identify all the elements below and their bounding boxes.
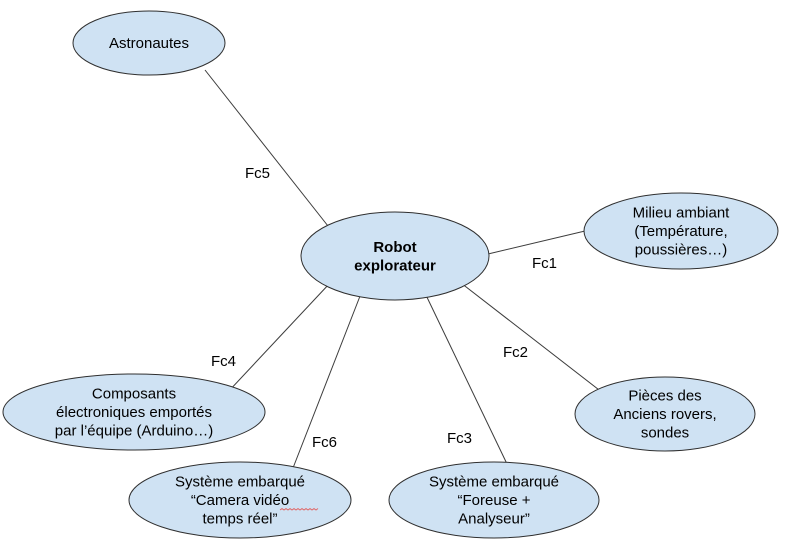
node-foreuse-line-1: Système embarqué — [429, 474, 559, 491]
edge-robot-milieu — [487, 230, 586, 255]
node-composants-line-3: par l’équipe (Arduino…) — [55, 423, 213, 440]
node-astronautes-line-1: Astronautes — [109, 35, 189, 52]
node-composants-line-2: électroniques emportés — [56, 404, 212, 421]
node-milieu: Milieu ambiant(Température, poussières…) — [583, 192, 779, 270]
node-astronautes: Astronautes — [72, 10, 226, 76]
edge-robot-camera — [292, 290, 363, 469]
edge-robot-composants — [226, 282, 331, 394]
node-foreuse: Système embarqué“Foreuse + Analyseur” — [388, 461, 600, 539]
node-camera-line-2: “Camera vidéo — [191, 492, 289, 509]
node-pieces-line-1: Pièces des — [628, 388, 701, 405]
node-astronautes-ellipse — [72, 10, 226, 76]
edge-label-fc3: Fc3 — [447, 430, 472, 447]
node-camera-line-3: temps réel” — [202, 511, 277, 528]
edge-robot-astronautes — [204, 69, 329, 227]
node-composants-ellipse — [2, 373, 266, 451]
node-foreuse-ellipse — [388, 461, 600, 539]
node-foreuse-line-2: “Foreuse + — [458, 492, 531, 509]
node-milieu-line-3: poussières…) — [635, 242, 728, 259]
node-foreuse-line-3: Analyseur” — [458, 511, 530, 528]
edge-label-fc5: Fc5 — [245, 165, 270, 182]
node-camera-ellipse — [128, 461, 352, 539]
node-robot-line-2: explorateur — [354, 257, 436, 274]
node-milieu-line-2: (Température, — [634, 223, 727, 240]
edge-label-fc4: Fc4 — [211, 353, 236, 370]
node-milieu-ellipse — [583, 192, 779, 270]
edge-robot-pieces — [460, 282, 604, 394]
node-pieces-line-2: Anciens rovers, — [613, 406, 716, 423]
edge-robot-foreuse — [423, 290, 509, 467]
node-camera: Système embarqué“Camera vidéo temps réel” — [128, 461, 352, 539]
node-camera-line-1: Système embarqué — [175, 474, 305, 491]
edge-label-fc2: Fc2 — [503, 344, 528, 361]
node-robot-ellipse — [300, 211, 490, 301]
edge-label-fc6: Fc6 — [312, 434, 337, 451]
edge-label-fc1: Fc1 — [532, 255, 557, 272]
edges-layer — [204, 69, 604, 469]
node-robot-line-1: Robot — [373, 239, 416, 256]
node-pieces-line-3: sondes — [641, 425, 689, 442]
spellcheck-underline — [279, 507, 319, 511]
node-composants-line-1: Composants — [92, 386, 176, 403]
node-pieces-ellipse — [574, 376, 756, 452]
node-milieu-line-1: Milieu ambiant — [633, 205, 731, 222]
